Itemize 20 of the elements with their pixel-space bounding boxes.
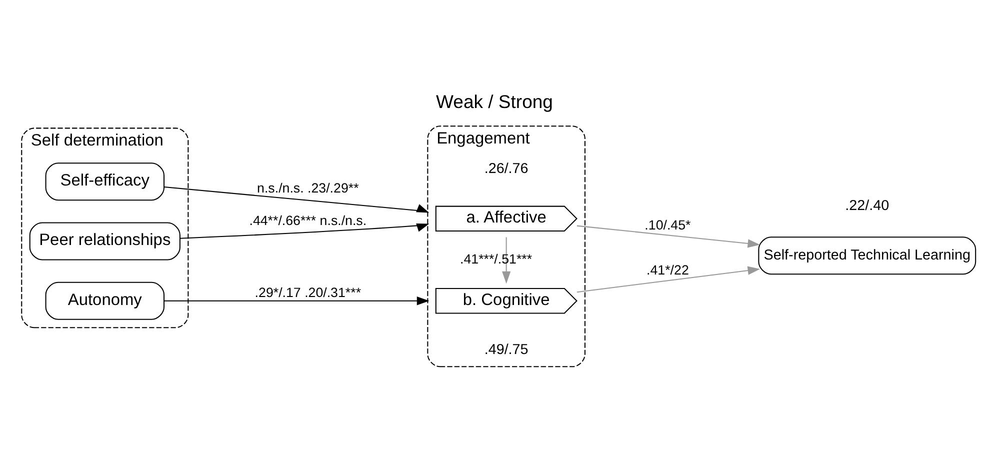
- arrow: [179, 224, 429, 239]
- arrow: [576, 225, 760, 248]
- node-box: Peer relationships: [28, 222, 180, 260]
- edge-label: .10/.45*: [644, 217, 690, 232]
- edge-label: .41*/22: [646, 262, 688, 278]
- arrow: [502, 237, 510, 284]
- node-label: .22/.40: [844, 198, 889, 214]
- edge-label: n.s./n.s. .23/.29**: [256, 180, 358, 196]
- arrow: [576, 266, 760, 293]
- node-label: .49/.75: [484, 342, 528, 358]
- edge-label: .41***/.51***: [460, 251, 532, 266]
- edge-label: .44**/.66*** n.s./n.s.: [248, 213, 366, 228]
- diagram-title: Weak / Strong: [436, 91, 552, 112]
- arrow: [164, 186, 429, 213]
- arrow: [164, 296, 429, 306]
- edge-label: .29*/.17 .20/.31***: [254, 285, 361, 300]
- node-box: Self-reported Technical Learning: [758, 236, 976, 275]
- node-box: Autonomy: [44, 282, 164, 320]
- node-box: Self-efficacy: [44, 162, 164, 201]
- node-label: .26/.76: [484, 161, 528, 178]
